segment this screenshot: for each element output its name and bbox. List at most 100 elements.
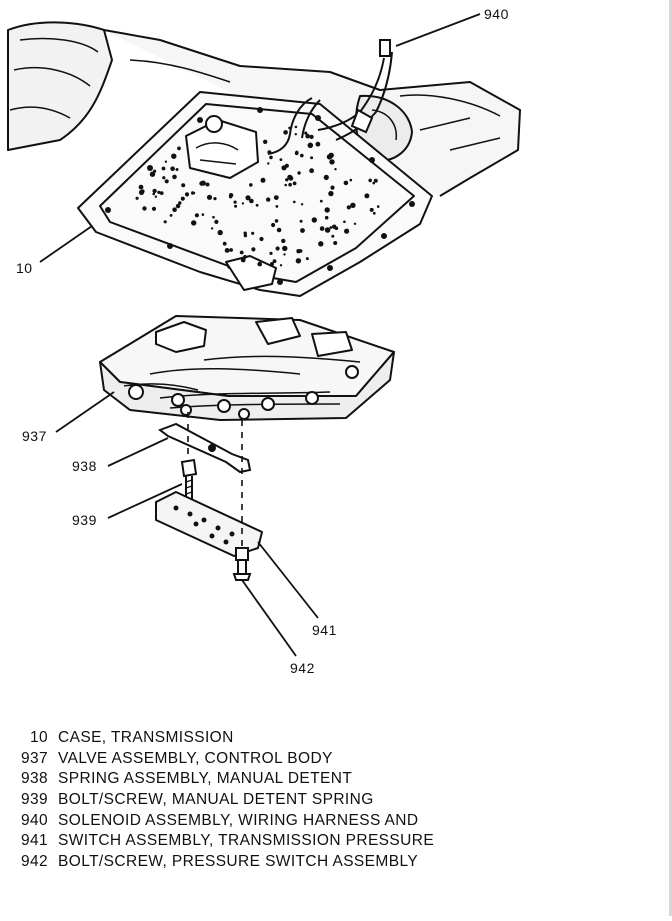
passage-hole — [372, 211, 376, 215]
passage-hole — [255, 203, 259, 207]
passage-hole — [210, 227, 214, 230]
passage-hole — [172, 207, 177, 212]
passage-hole — [293, 200, 296, 204]
passage-hole — [184, 192, 190, 197]
passage-hole — [229, 248, 234, 252]
passage-hole — [376, 205, 380, 208]
passage-hole — [205, 182, 210, 187]
passage-hole — [180, 196, 185, 201]
legend-part-description: CASE, TRANSMISSION — [58, 729, 234, 747]
passage-hole — [152, 188, 157, 194]
passage-hole — [257, 261, 263, 267]
passage-hole — [169, 214, 173, 217]
passage-hole — [300, 228, 305, 233]
callout-942: 942 — [290, 660, 315, 676]
passage-hole — [285, 178, 289, 182]
passage-hole — [269, 155, 273, 160]
passage-hole — [172, 174, 177, 180]
legend-part-description: BOLT/SCREW, MANUAL DETENT SPRING — [58, 791, 374, 809]
passage-hole — [297, 171, 301, 175]
passage-hole — [162, 176, 166, 180]
case-passage-holes — [135, 125, 380, 267]
passage-hole — [305, 133, 311, 139]
passage-hole — [170, 166, 175, 171]
passage-hole — [217, 229, 223, 236]
passage-hole — [323, 174, 329, 180]
passage-hole — [346, 205, 351, 210]
passage-hole — [300, 203, 304, 206]
passage-hole — [300, 153, 304, 158]
passage-hole — [163, 220, 167, 224]
passage-hole — [279, 264, 283, 267]
passage-hole — [267, 162, 270, 165]
callout-10: 10 — [16, 260, 33, 276]
passage-hole — [284, 183, 288, 187]
passage-hole — [311, 217, 317, 223]
passage-hole — [319, 226, 325, 231]
passage-hole — [304, 131, 308, 135]
passage-hole — [281, 238, 286, 244]
passage-hole — [292, 181, 297, 186]
passage-hole — [154, 195, 158, 198]
passage-hole — [275, 246, 280, 251]
callout-939: 939 — [72, 512, 97, 528]
passage-hole — [368, 178, 373, 183]
passage-hole — [138, 189, 145, 195]
legend-part-number: 942 — [20, 852, 48, 870]
passage-hole — [251, 231, 255, 235]
legend-part-description: VALVE ASSEMBLY, CONTROL BODY — [58, 749, 333, 767]
passage-hole — [279, 158, 283, 162]
passage-hole — [294, 151, 299, 156]
passage-hole — [324, 227, 331, 233]
passage-hole — [175, 203, 181, 209]
passage-hole — [153, 169, 157, 173]
passage-hole — [271, 222, 276, 228]
passage-hole — [224, 248, 230, 253]
passage-hole — [294, 125, 298, 129]
detent-spring-drawing — [157, 422, 252, 474]
passage-hole — [243, 255, 247, 259]
passage-hole — [177, 146, 181, 151]
passage-hole — [181, 183, 186, 188]
passage-hole — [263, 139, 268, 144]
passage-hole — [200, 180, 206, 186]
passage-hole — [222, 241, 227, 246]
passage-hole — [296, 249, 301, 254]
passage-hole — [266, 197, 271, 202]
callout-940: 940 — [484, 6, 509, 22]
passage-hole — [191, 220, 197, 226]
legend-part-description: SOLENOID ASSEMBLY, WIRING HARNESS AND — [58, 811, 419, 829]
passage-hole — [328, 190, 334, 197]
passage-hole — [241, 202, 245, 205]
alignment-lines — [187, 412, 243, 548]
passage-hole — [260, 177, 266, 183]
callout-937: 937 — [22, 428, 47, 444]
passage-hole — [288, 182, 292, 187]
legend-part-number: 939 — [20, 791, 48, 809]
passage-hole — [283, 253, 286, 256]
passage-hole — [333, 241, 338, 245]
passage-hole — [372, 181, 376, 185]
passage-hole — [243, 231, 247, 235]
passage-hole — [343, 180, 349, 186]
passage-hole — [276, 227, 282, 233]
passage-hole — [329, 159, 335, 165]
passage-hole — [309, 134, 314, 139]
passage-hole — [212, 215, 215, 219]
passage-hole — [135, 196, 139, 200]
passage-hole — [251, 247, 256, 252]
passage-hole — [249, 198, 254, 204]
passage-hole — [249, 183, 253, 187]
leader-lines — [39, 13, 481, 657]
passage-hole — [334, 226, 339, 231]
passage-hole — [194, 213, 199, 218]
passage-hole — [206, 194, 213, 200]
passage-hole — [305, 257, 309, 261]
passage-hole — [228, 193, 234, 198]
passage-hole — [171, 153, 177, 159]
